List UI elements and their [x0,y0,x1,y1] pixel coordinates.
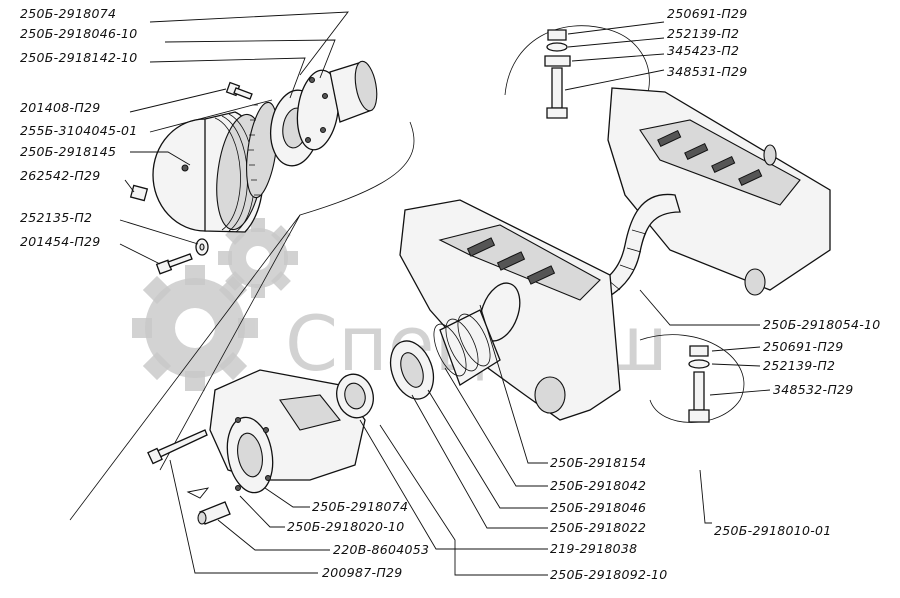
label-250b-2918020-10: 250Б-2918020-10 [287,519,405,534]
ring-gear [246,101,278,199]
bolt-201454 [155,253,193,275]
washer-252135 [195,238,209,256]
label-250b-2918145: 250Б-2918145 [20,144,116,159]
leader-lines [119,11,771,576]
label-250b-2918042: 250Б-2918042 [550,478,646,493]
label-201408-p29: 201408-П29 [20,100,101,115]
label-250b-2918046-10: 250Б-2918046-10 [20,26,138,41]
nut-250691-b [689,345,709,357]
bolt-348532 [693,371,705,411]
label-252135-p2: 252135-П2 [20,210,92,225]
central-casing [399,199,621,421]
label-250b-2918074-top: 250Б-2918074 [20,6,116,21]
label-250b-2918054-10: 250Б-2918054-10 [763,317,881,332]
label-200987-p29: 200987-П29 [322,565,403,580]
long-bolt-200987 [147,429,208,465]
flange-disk [296,69,340,151]
label-345423-p2: 345423-П2 [667,43,739,58]
part-labels: 250Б-2918074 250Б-2918046-10 250Б-291814… [20,6,881,582]
label-252139-p2-bottom: 252139-П2 [763,358,835,373]
boot-ring [389,340,435,400]
label-250b-2918022: 250Б-2918022 [550,520,646,535]
label-250b-2918142-10: 250Б-2918142-10 [20,50,138,65]
rubber-boot [433,309,501,386]
knuckle-housing [209,369,366,494]
brake-drum-assembly [129,60,378,275]
shaft-sleeve [329,60,378,123]
label-219-2918038: 219-2918038 [550,541,637,556]
label-252139-p2-top: 252139-П2 [667,26,739,41]
label-201454-p29: 201454-П29 [20,234,101,249]
label-348532-p29: 348532-П29 [773,382,854,397]
watermark-gear-small [218,218,298,298]
bolt-348531 [551,67,563,109]
seal-ring-219 [336,373,374,419]
label-250b-2918074-bottom: 250Б-2918074 [312,499,408,514]
label-250b-2918046: 250Б-2918046 [550,500,646,515]
washer-252139 [546,42,568,52]
bottom-bolt-set [688,345,710,423]
label-255b-3104045-01: 255Б-3104045-01 [20,123,138,138]
nut-250691 [547,29,567,41]
label-250b-2918154: 250Б-2918154 [550,455,646,470]
bolt-201408 [225,81,253,100]
plate-345423 [544,55,571,67]
washer-252139-b [688,359,710,369]
insert-arrow [186,487,210,499]
right-bracket [607,87,831,296]
label-262542-p29: 262542-П29 [20,168,101,183]
label-250691-p29-bottom: 250691-П29 [763,339,844,354]
label-348531-p29: 348531-П29 [667,64,748,79]
watermark-gear-large [132,265,258,391]
label-250b-2918010-01: 250Б-2918010-01 [714,523,832,538]
pin-220v [197,501,231,525]
bolt-262542 [129,184,149,202]
top-bolt-set [544,29,571,119]
label-220v-8604053: 220В-8604053 [333,542,429,557]
label-250691-p29-top: 250691-П29 [667,6,748,21]
label-250b-2918092-10: 250Б-2918092-10 [550,567,668,582]
